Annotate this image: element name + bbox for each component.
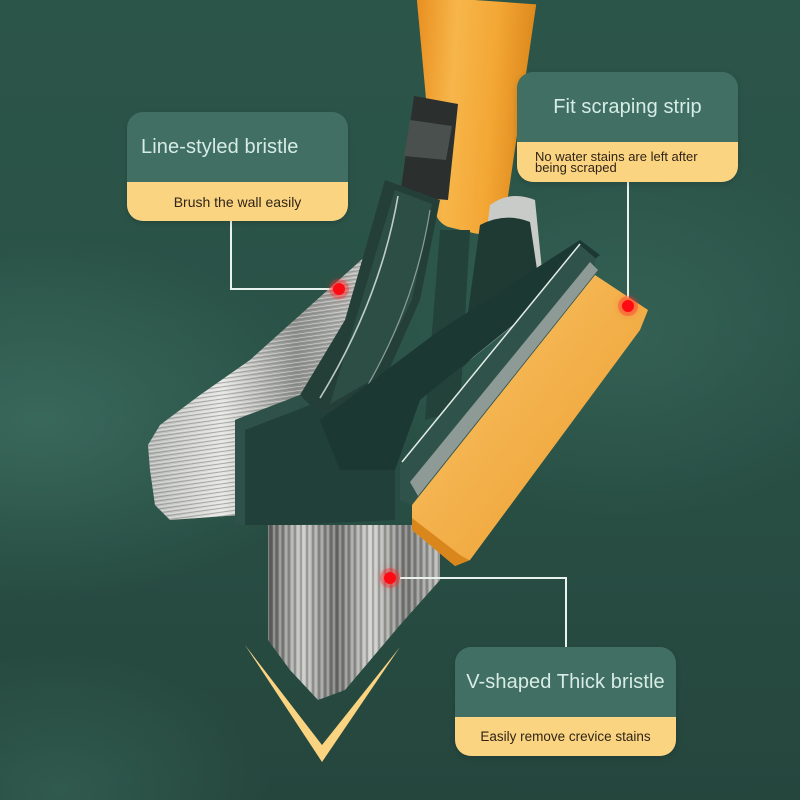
- v-shaped-bristles: [268, 525, 440, 700]
- side-bristles: [148, 245, 395, 520]
- scraping-strip: [412, 275, 648, 566]
- callout-title: V-shaped Thick bristle: [455, 647, 676, 717]
- callout-title: Fit scraping strip: [517, 72, 738, 142]
- connector-line-2-vertical: [627, 182, 629, 298]
- brush-head: [235, 180, 600, 525]
- connector-line-1-vertical: [230, 221, 232, 289]
- marker-dot-scraping-strip: [622, 300, 634, 312]
- connector-line-3-horizontal: [400, 577, 566, 579]
- callout-v-shaped-thick-bristle: V-shaped Thick bristle Easily remove cre…: [455, 647, 676, 756]
- callout-subtitle: Brush the wall easily: [127, 182, 348, 221]
- handle: [400, 0, 537, 235]
- callout-subtitle: No water stains are left after being scr…: [535, 149, 698, 175]
- callout-title: Line-styled bristle: [127, 112, 348, 182]
- connector-line-1-horizontal: [230, 288, 332, 290]
- callout-line-styled-bristle: Line-styled bristle Brush the wall easil…: [127, 112, 348, 221]
- callout-subtitle-wrapper: No water stains are left after being scr…: [517, 142, 738, 182]
- marker-dot-v-bristle: [384, 572, 396, 584]
- callout-fit-scraping-strip: Fit scraping strip No water stains are l…: [517, 72, 738, 182]
- callout-subtitle: Easily remove crevice stains: [455, 717, 676, 756]
- connector-line-3-vertical: [565, 577, 567, 647]
- marker-dot-line-bristle: [333, 283, 345, 295]
